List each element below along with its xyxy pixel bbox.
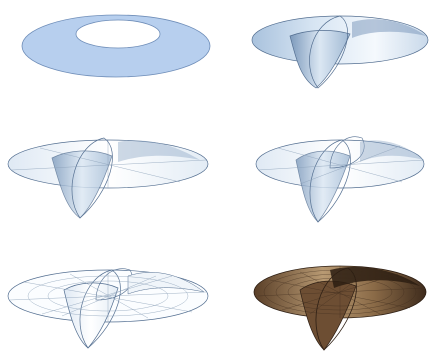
panel-twisted-shaded [252,16,428,88]
panel-twisted-grid-light [8,138,208,218]
annulus-ring [22,15,210,77]
panel-twisted-bronze [254,266,426,350]
panel-annulus [22,15,210,77]
panel-twisted-grid-dense [8,269,208,348]
panel-twisted-grid-medium [256,137,424,222]
